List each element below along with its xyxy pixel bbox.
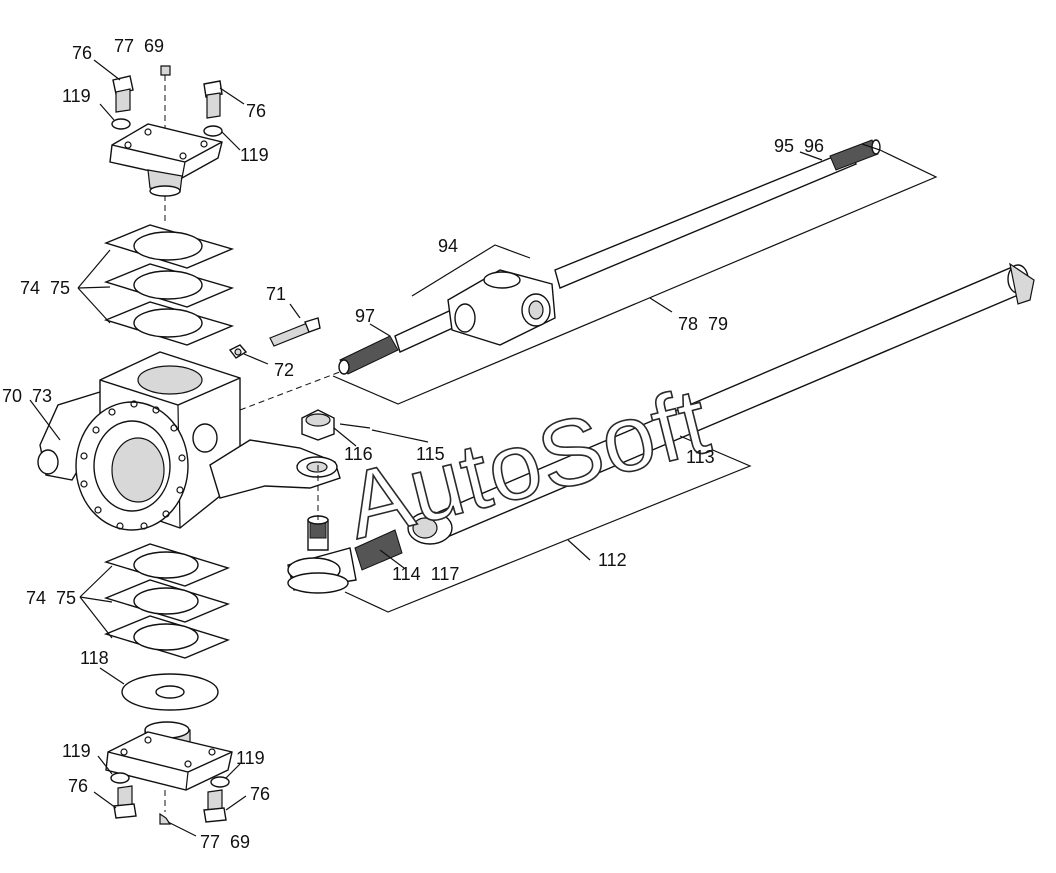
cotter-pin [339, 423, 371, 429]
callout-drag-link: 112 [598, 550, 627, 570]
top-cover-assembly [109, 65, 223, 225]
tie-rod-tube [554, 149, 857, 289]
thrust-washer [121, 673, 219, 711]
callout-tie-rod-left: 97 [355, 306, 375, 326]
callout-knuckle: 70 73 [2, 386, 52, 406]
leader-lines [29, 59, 823, 837]
bottom-left-bolt [113, 785, 137, 819]
callout-bottom-washer-left: 119 [62, 741, 91, 761]
upper-shim-3 [103, 301, 235, 346]
top-right-bolt [203, 80, 223, 119]
watermark-text: AutoSoft [336, 368, 719, 559]
callout-top-plug: 77 69 [114, 36, 164, 56]
callout-cotter-pin: 115 [416, 444, 445, 464]
upper-shim-1 [103, 224, 235, 269]
callout-castle-nut: 116 [344, 444, 373, 464]
callout-top-washer-left: 119 [62, 86, 91, 106]
callout-drag-link-tube: 113 [686, 447, 715, 467]
callout-top-washer-right: 119 [240, 145, 269, 165]
callout-top-bolt-right: 76 [246, 101, 266, 121]
callout-upper-shims: 74 75 [20, 278, 70, 298]
steering-knuckle [37, 351, 346, 531]
tie-rod-clamp [447, 269, 556, 346]
top-right-washer [203, 125, 223, 137]
lower-shim-2 [103, 579, 231, 623]
callout-bottom-bolt-right: 76 [250, 784, 270, 804]
steering-arm [209, 439, 341, 499]
lower-shim-3 [103, 615, 231, 659]
top-left-bolt [112, 75, 134, 113]
ball-joint-thread [354, 529, 403, 571]
callout-lock-nut: 72 [274, 360, 294, 380]
lock-nut [228, 344, 248, 359]
callout-stop-bolt: 71 [266, 284, 286, 304]
callout-bottom-plug: 77 69 [200, 832, 250, 852]
lower-shim-1 [103, 543, 231, 587]
callout-lower-shims: 74 75 [26, 588, 76, 608]
callout-tie-rod-tube: 78 79 [678, 314, 728, 334]
upper-shim-2 [103, 263, 235, 308]
stop-bolt [269, 317, 321, 347]
callout-ball-joint: 114 117 [392, 564, 459, 584]
callout-tie-rod-end: 95 96 [774, 136, 824, 156]
callout-top-bolt-left: 76 [72, 43, 92, 63]
top-left-washer [111, 118, 131, 130]
bottom-left-washer [110, 772, 130, 784]
callout-bottom-bolt-left: 76 [68, 776, 88, 796]
lower-shim-pack [79, 543, 231, 659]
bottom-right-washer [210, 776, 230, 788]
callout-tie-rod-clamp: 94 [438, 236, 458, 256]
bottom-plug [159, 812, 172, 825]
drag-link [287, 262, 1035, 613]
callout-labels: 76 77 69 119 76 119 74 75 70 73 71 72 94… [2, 36, 824, 852]
tie-rod [332, 139, 938, 405]
bottom-cover-assembly [105, 721, 233, 825]
upper-shim-pack [77, 224, 235, 346]
callout-thrust-washer: 118 [80, 648, 109, 668]
callout-bottom-washer-right: 119 [236, 748, 265, 768]
top-plug [160, 65, 171, 76]
bottom-right-bolt [203, 789, 227, 823]
